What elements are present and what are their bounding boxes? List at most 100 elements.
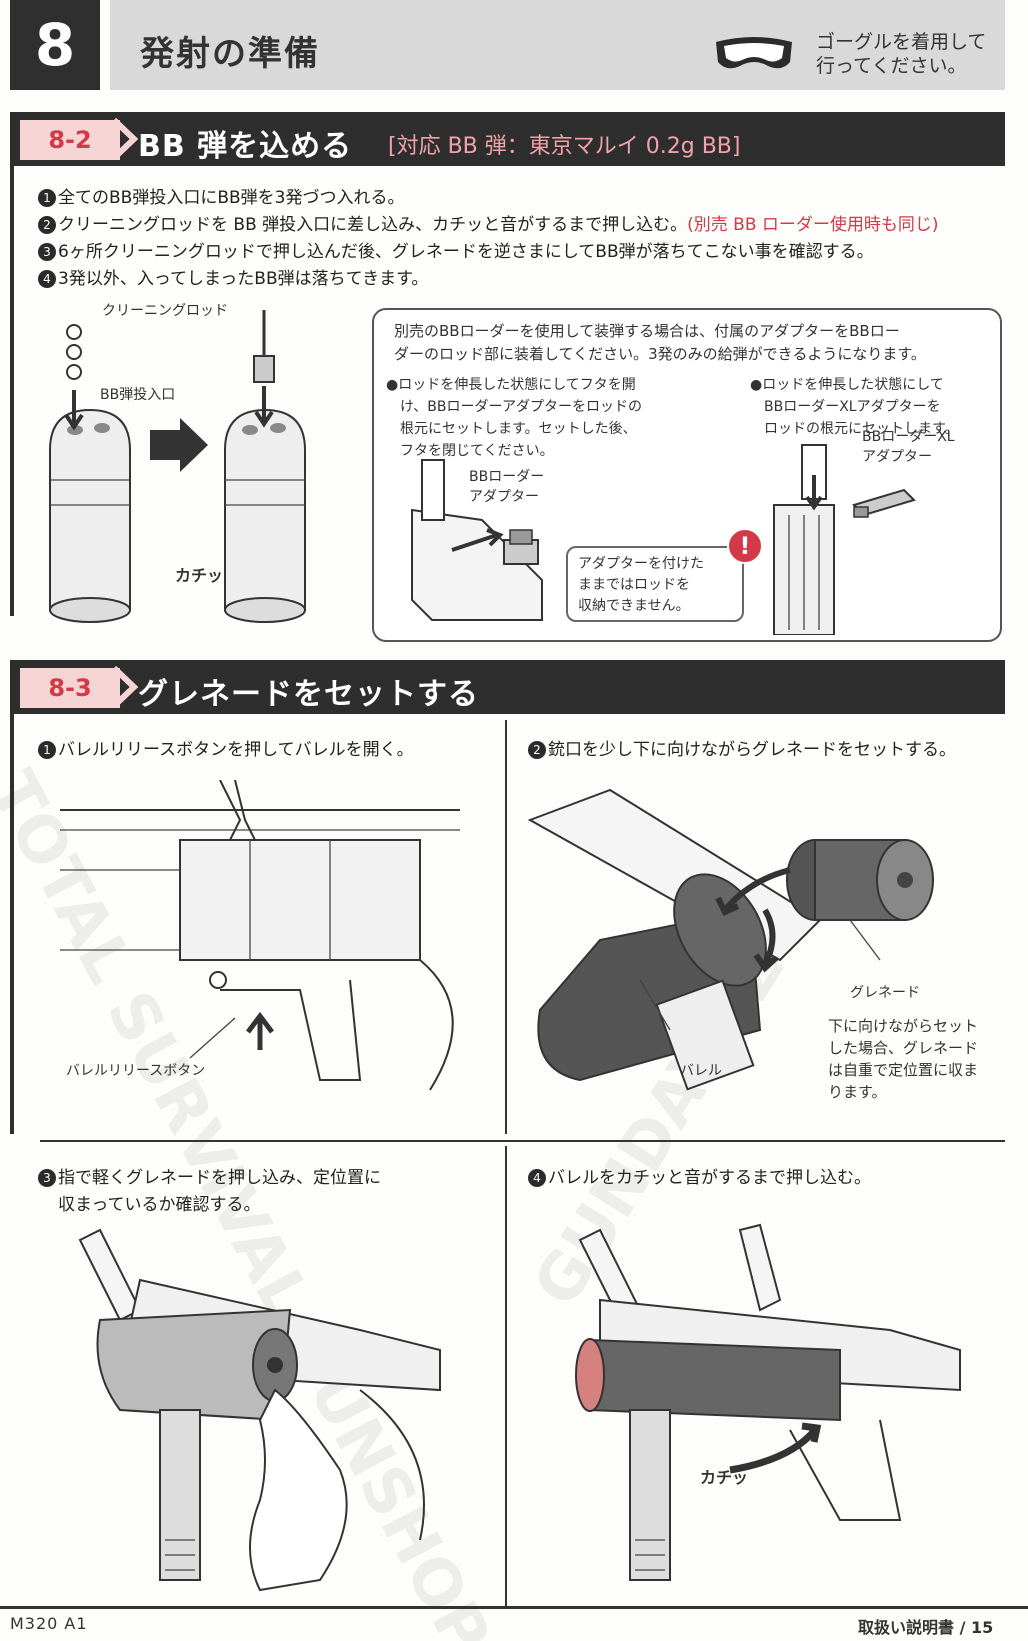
- label-line: アダプター: [862, 449, 932, 465]
- warning-line: 収納できません。: [578, 598, 690, 614]
- step-text: 3発以外、入ってしまったBB弾は落ちてきます。: [58, 269, 429, 289]
- chevron-right-icon: [111, 117, 139, 161]
- info-line: フタを閉じてください。: [386, 443, 554, 459]
- step-text: 6ヶ所クリーニングロッドで押し込んだ後、グレネードを逆さまにしてBB弾が落ちてこ…: [58, 242, 874, 262]
- note-line: ります。: [828, 1083, 887, 1101]
- bb-loader-info-box: 別売のBBローダーを使用して装弾する場合は、付属のアダプターをBBロー ダーのロ…: [372, 308, 1002, 642]
- bb-loader-adapter-illustration: [411, 459, 543, 621]
- grenade-round: [786, 839, 934, 921]
- step-badge: 1: [38, 189, 56, 207]
- label-grenade: グレネード: [850, 985, 920, 1001]
- step-badge: 1: [38, 741, 56, 759]
- gravity-note: 下に向けながらセット した場合、グレネード は自重で定位置に収ま ります。: [828, 1015, 978, 1103]
- section-subtitle-8-2: [対応 BB 弾：東京マルイ 0.2g BB]: [388, 134, 741, 159]
- panel-divider-middle: [40, 1140, 1005, 1142]
- chevron-right-icon: [111, 665, 139, 709]
- label-cleaning-rod: クリーニングロッド: [102, 303, 228, 319]
- footer-rule: [0, 1606, 1028, 1609]
- warning-line: ままではロッドを: [578, 577, 690, 593]
- step-text: バレルをカチッと音がするまで押し込む。: [548, 1168, 871, 1188]
- label-barrel-release-button: バレルリリースボタン: [66, 1063, 206, 1079]
- arrow-right-icon: [150, 418, 208, 472]
- section-number-8-2: 8-2: [20, 120, 120, 160]
- label-line: アダプター: [469, 489, 539, 505]
- left-rule-8-3: [10, 714, 14, 1134]
- warning-line: アダプターを付けた: [578, 556, 704, 572]
- chapter-header: 8 発射の準備 ゴーグルを着用して 行ってください。: [10, 0, 1005, 90]
- goggle-note-line1: ゴーグルを着用して: [816, 31, 987, 53]
- label-click-panel-4: カチッ: [700, 1468, 749, 1487]
- bb-loading-illustration: [49, 310, 306, 623]
- note-line: した場合、グレネード: [828, 1039, 979, 1057]
- grenade-shell-right: [224, 408, 306, 623]
- info-line: ダーのロッド部に装着してください。3発のみの給弾ができるようになります。: [394, 345, 926, 363]
- info-left-column: ●ロッドを伸長した状態にしてフタを開 け、BBローダーアダプターをロッドの 根元…: [386, 374, 642, 462]
- step-line: 収まっているか確認する。: [58, 1195, 261, 1215]
- warning-note: アダプターを付けた ままではロッドを 収納できません。: [566, 546, 744, 622]
- section-title-8-2: BB 弾を込める: [138, 129, 353, 164]
- barrel-open-illustration: [60, 780, 460, 1091]
- step-badge: 3: [38, 243, 56, 261]
- chapter-band: [110, 0, 1005, 90]
- warning-icon: !: [727, 528, 763, 564]
- bb-pellet-icon: [66, 324, 82, 380]
- footer-page-number: 取扱い説明書 / 15: [858, 1618, 994, 1637]
- bb-loader-xl-illustration: [773, 444, 916, 635]
- step-badge: 4: [528, 1169, 546, 1187]
- goggle-note-line2: 行ってください。: [816, 55, 967, 77]
- footer-model: M320 A1: [10, 1614, 88, 1633]
- label-click: カチッ: [175, 566, 224, 585]
- grenade-push-illustration: [78, 1228, 441, 1592]
- info-right-column: ●ロッドを伸長した状態にして BBローダーXLアダプターを ロッドの根元にセット…: [750, 374, 959, 440]
- section-number-8-3: 8-3: [20, 668, 120, 708]
- step-text: クリーニングロッドを BB 弾投入口に差し込み、カチッと音がするまで押し込む。: [58, 215, 688, 235]
- left-rule-8-2: [10, 166, 14, 616]
- panel-divider-bottom: [505, 1146, 507, 1606]
- chapter-title: 発射の準備: [140, 34, 320, 74]
- info-line: ●ロッドを伸長した状態にして: [750, 377, 944, 393]
- grenade-shell-left: [49, 390, 131, 623]
- info-line: BBローダーXLアダプターを: [750, 399, 941, 415]
- goggle-icon: [716, 37, 792, 69]
- barrel-close-illustration: [575, 1223, 961, 1581]
- chapter-number: 8: [10, 0, 100, 90]
- label-barrel: バレル: [680, 1063, 722, 1079]
- cleaning-rod: [253, 310, 275, 428]
- step-badge: 3: [38, 1169, 56, 1187]
- section-bar-8-2: 8-2 BB 弾を込める [対応 BB 弾：東京マルイ 0.2g BB]: [10, 112, 1005, 166]
- note-line: は自重で定位置に収ま: [828, 1061, 979, 1079]
- panel-divider-top: [505, 720, 507, 1134]
- step-text: 全てのBB弾投入口にBB弾を3発づつ入れる。: [58, 188, 405, 208]
- label-bb-inlet: BB弾投入口: [100, 387, 176, 403]
- label-line: BBローダー: [469, 469, 545, 485]
- info-line: 根元にセットします。セットした後、: [386, 421, 637, 437]
- grenade-insert-illustration: [527, 788, 934, 1091]
- label-bb-loader-xl-adapter: BBローダーXL アダプター: [862, 426, 955, 466]
- goggle-note: ゴーグルを着用して 行ってください。: [816, 30, 986, 78]
- step-text: バレルリリースボタンを押してバレルを開く。: [58, 740, 414, 760]
- info-line: 別売のBBローダーを使用して装弾する場合は、付属のアダプターをBBロー: [394, 322, 900, 340]
- step-badge: 4: [38, 270, 56, 288]
- label-line: BBローダーXL: [862, 429, 955, 445]
- info-line: け、BBローダーアダプターをロッドの: [386, 399, 642, 415]
- info-line: ●ロッドを伸長した状態にしてフタを開: [386, 377, 636, 393]
- hand-icon: [249, 1388, 348, 1592]
- label-bb-loader-adapter: BBローダー アダプター: [469, 466, 544, 506]
- step-note: (別売 BB ローダー使用時も同じ): [687, 215, 939, 235]
- info-line: ロッドの根元にセットします。: [750, 421, 959, 437]
- info-main-text: 別売のBBローダーを使用して装弾する場合は、付属のアダプターをBBロー ダーのロ…: [394, 320, 926, 366]
- step-badge: 2: [38, 216, 56, 234]
- step-badge: 2: [528, 741, 546, 759]
- note-line: 下に向けながらセット: [828, 1017, 979, 1035]
- section-title-8-3: グレネードをセットする: [138, 677, 479, 712]
